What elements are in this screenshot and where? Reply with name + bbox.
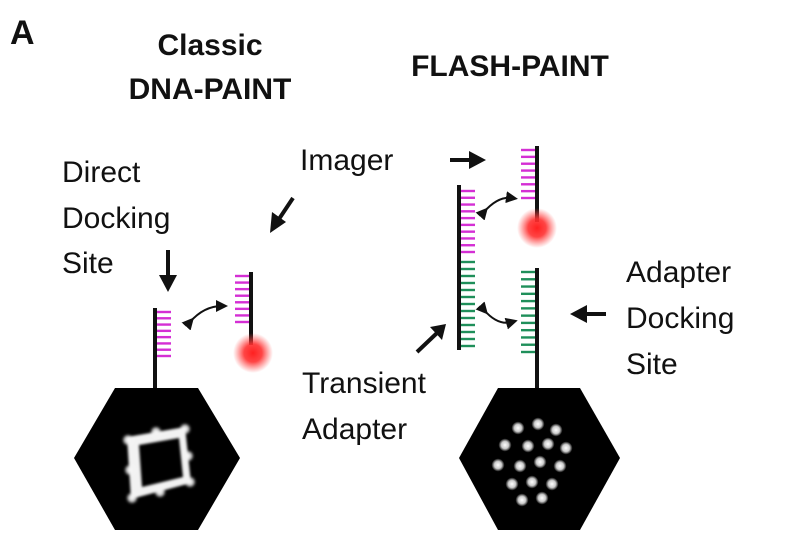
signal-spot [511,421,525,435]
signal-spot [545,477,559,491]
flash-adapter-binding-arrows-icon [475,301,518,330]
transient-adapter-label-line1: Transient [302,367,427,400]
classic-title-line1: Classic [157,29,262,62]
signal-spot [182,450,194,462]
signal-spot [515,493,529,507]
flash-super-resolution-spots [491,417,573,507]
transient-adapter-pointer-arrow-icon [415,324,446,354]
imager-right-arrow-icon [450,151,486,169]
signal-spot [533,455,547,469]
signal-spot [122,434,134,446]
signal-spot [559,441,573,455]
classic-title-line2: DNA-PAINT [129,73,292,106]
transient-adapter-strand [457,185,475,350]
direct-docking-strand [153,308,171,390]
classic-imager-strand [235,272,253,345]
adapter-docking-strand [521,268,539,390]
adapter-docking-label-line1: Adapter [626,256,731,289]
signal-spot [541,437,555,451]
signal-spot [505,477,519,491]
imager-label: Imager [300,144,393,177]
signal-spot [154,486,166,498]
classic-super-resolution-rectangle [122,423,196,504]
adapter-docking-label-line3: Site [626,348,678,381]
signal-spot [179,423,191,435]
signal-spot [184,476,196,488]
signal-spot [531,417,545,431]
signal-spot [549,423,563,437]
imager-pointer-arrow-icon [270,196,295,233]
signal-spot [525,475,539,489]
classic-binding-arrows-icon [181,300,228,331]
classic-nanostructure-hexagon [74,388,240,530]
classic-dye [233,333,273,373]
signal-spot [491,458,505,472]
adapter-docking-label-line2: Docking [626,302,734,335]
direct-docking-label-line2: Docking [62,202,170,235]
direct-docking-label-line1: Direct [62,156,141,189]
transient-adapter-label-line2: Adapter [302,413,407,446]
signal-spot [513,459,527,473]
signal-spot [124,464,136,476]
flash-title: FLASH-PAINT [411,50,609,83]
panel-label: A [10,14,35,52]
signal-spot [553,459,567,473]
signal-spot [535,491,549,505]
flash-dye [517,208,557,248]
direct-docking-label-line3: Site [62,247,114,280]
signal-spot [150,426,162,438]
signal-spot [521,439,535,453]
signal-spot [498,438,512,452]
signal-spot [126,492,138,504]
down-arrow-icon [159,250,177,292]
flash-imager-binding-arrows-icon [475,191,518,221]
adapter-docking-pointer-arrow-icon [570,305,606,323]
